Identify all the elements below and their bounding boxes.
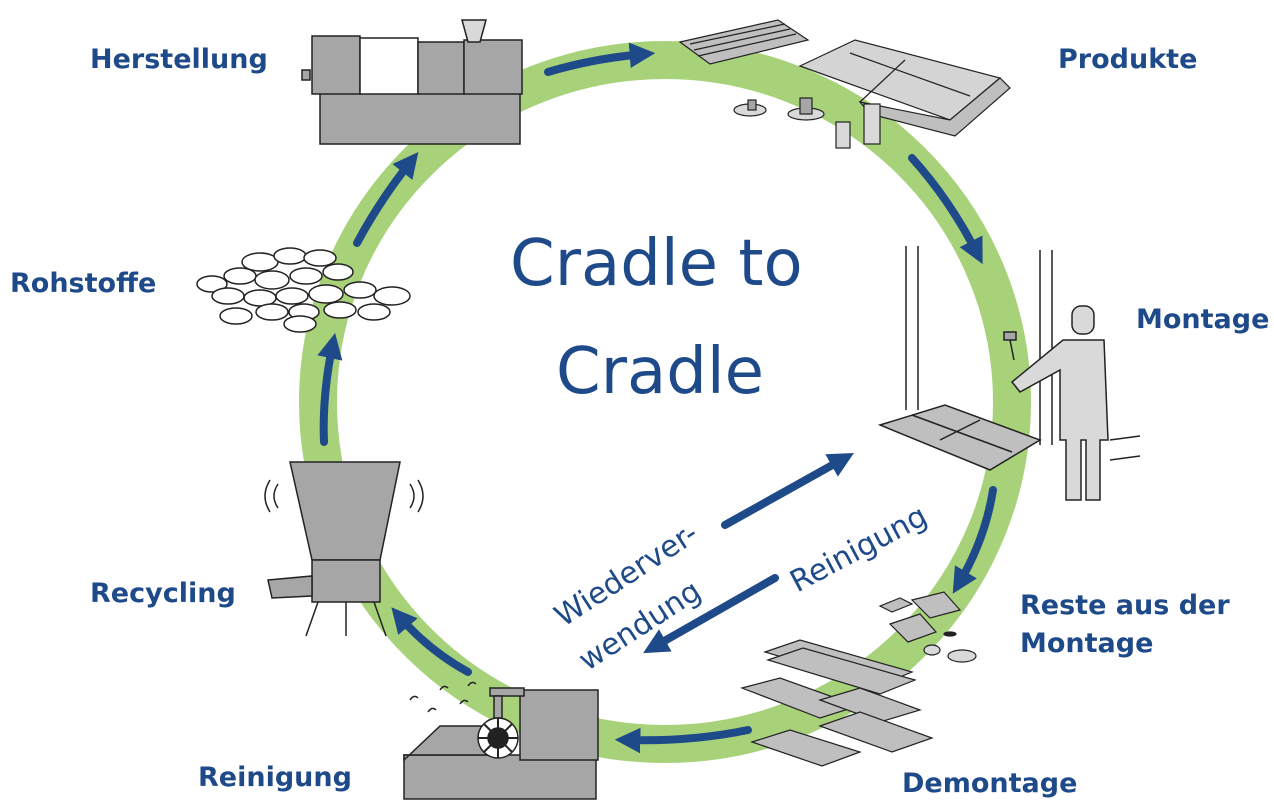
injection-molding-machine-icon	[301, 19, 523, 145]
diagram-title-line2: Cradle	[556, 335, 764, 409]
cycle-ring	[299, 41, 1031, 763]
arrow-montage-reste	[952, 486, 997, 594]
inner-arrows	[643, 453, 854, 654]
arrow-inner-up	[721, 453, 854, 529]
label-produkte: Produkte	[1058, 44, 1198, 75]
label-demontage: Demontage	[902, 768, 1078, 799]
arrow-produkte-montage	[908, 154, 983, 265]
pellets-icon	[196, 247, 411, 333]
shredder-icon	[264, 461, 424, 637]
arrow-inner-down	[643, 574, 779, 654]
label-recycling: Recycling	[90, 578, 236, 609]
stacked-panels-icon	[740, 639, 934, 767]
cycle-arrows	[317, 42, 997, 754]
washing-machine-icon	[403, 681, 599, 800]
product-panels-icon	[678, 19, 1011, 149]
label-montage: Montage	[1136, 304, 1270, 335]
label-herstellung: Herstellung	[90, 44, 268, 75]
arrow-demontage-reinigung	[614, 726, 752, 754]
label-reste-line2: Montage	[1020, 628, 1154, 659]
worker-door-icon	[877, 246, 1141, 501]
label-rohstoffe: Rohstoffe	[10, 268, 157, 299]
label-reste-line1: Reste aus der	[1020, 590, 1230, 621]
diagram-title-line1: Cradle to	[510, 227, 803, 301]
arrow-recycling-rohstoffe	[317, 332, 343, 446]
offcuts-icon	[878, 591, 977, 663]
arrow-herstellung-produkte	[544, 42, 656, 76]
arrow-rohstoffe-herstellung	[353, 152, 419, 247]
label-reinigung: Reinigung	[198, 762, 352, 793]
arrow-reinigung-recycling	[391, 607, 472, 676]
